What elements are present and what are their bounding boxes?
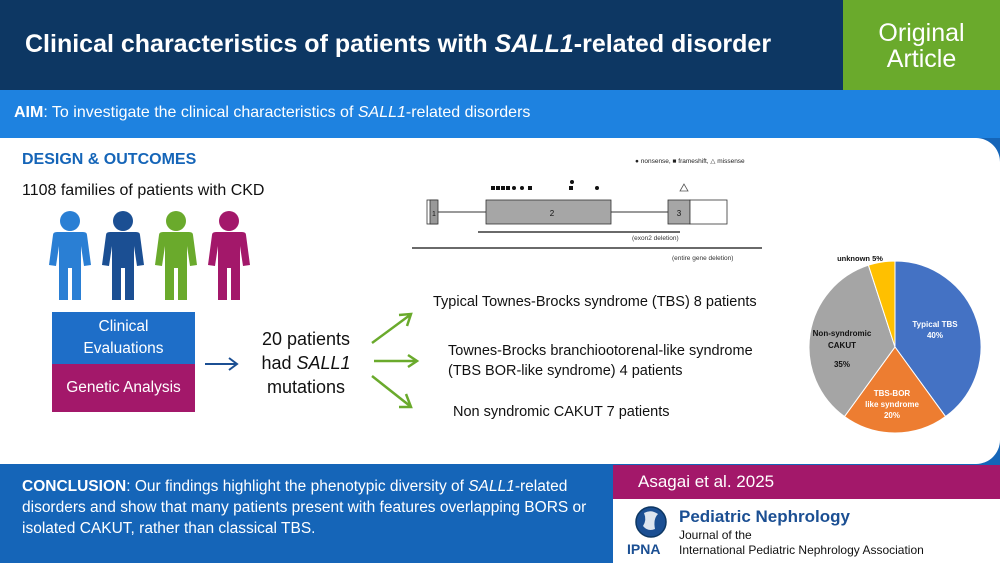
patients-line2-pre: had [261,353,297,373]
aim-bar: AIM: To investigate the clinical charact… [0,90,1000,138]
title-text-post: -related disorder [573,30,772,58]
journal-subtitle-2: International Pediatric Nephrology Assoc… [679,543,924,557]
section-title-design: DESIGN & OUTCOMES [22,151,197,168]
exon2-deletion-label: (exon2 deletion) [632,235,679,242]
families-count: 1108 families of patients with CKD [22,182,265,199]
ipna-label: IPNA [627,541,661,557]
aim-label: AIM [14,104,44,121]
slice-value-tbs-bor: 20% [884,411,900,420]
pie-slice-unknown [867,260,896,348]
pie-slices [808,260,982,434]
author-citation: Asagai et al. 2025 [613,465,1000,499]
entire-deletion-label: (entire gene deletion) [672,255,733,262]
exon-1-label: 1 [432,211,436,218]
mutation-legend: ● nonsense, ■ frameshift, △ missense [635,158,745,165]
phenotype-pie-chart: Typical TBS 40% TBS-BOR like syndrome 20… [808,254,982,434]
slice-label-tbs-bor: TBS-BOR [874,389,911,398]
pie-slice-cakut [808,264,896,418]
outcome2-line2: (TBS BOR-like syndrome) 4 patients [448,363,683,379]
pie-slice-typical-tbs [894,260,982,418]
outcome2-line1: Townes-Brocks branchiootorenal-like synd… [448,343,753,359]
genetic-analysis-box: Genetic Analysis [52,364,195,412]
conclusion-text: CONCLUSION: Our findings highlight the p… [22,476,597,539]
slice-value-cakut: 35% [834,360,850,369]
mutation-count: 20 patients had SALL1 mutations [246,327,366,399]
patients-line1: 20 patients [261,329,351,349]
patients-line2-gene: SALL1 [296,353,351,373]
article-type-badge: Original Article [843,0,1000,90]
clinical-evaluations-box: Clinical Evaluations [52,312,195,364]
title-gene: SALL1 [494,30,574,58]
patients-line3: mutations [266,377,346,397]
badge-line2: Article [886,45,957,73]
slice-value-typical-tbs: 40% [927,331,943,340]
exon-2-label: 2 [550,209,555,218]
slice-label-unknown: unknown 5% [837,254,883,263]
person-icon [49,211,91,300]
slice-label-tbs-bor-2: like syndrome [865,400,919,409]
person-icon [208,211,250,300]
aim-text-post: -related disorders [405,104,531,121]
conclusion-label: CONCLUSION [22,478,127,495]
outcome-cakut: Non syndromic CAKUT 7 patients [453,404,670,420]
header-bar: Clinical characteristics of patients wit… [0,0,843,90]
slice-label-typical-tbs: Typical TBS [912,320,958,329]
pie-slice-tbs-bor [843,346,947,434]
title-text-pre: Clinical characteristics of patients wit… [25,30,495,58]
page-title: Clinical characteristics of patients wit… [25,30,771,59]
aim-gene: SALL1 [357,104,406,121]
conclusion-text-post: -related disorders and show that many pa… [22,478,587,537]
mutation-markers [491,180,599,190]
journal-subtitle-1: Journal of the [679,528,752,542]
conclusion-text-pre: : Our findings highlight the phenotypic … [126,478,469,495]
outcome-typical-tbs: Typical Townes-Brocks syndrome (TBS) 8 p… [433,294,757,310]
clinical-line2: Evaluations [83,340,164,357]
missense-marker [679,183,689,192]
aim-text-pre: : To investigate the clinical characteri… [43,104,358,121]
slice-label-cakut-2: CAKUT [828,341,856,350]
badge-line1: Original [878,19,965,47]
conclusion-gene: SALL1 [468,478,515,495]
person-icon [155,211,197,300]
outcome-tbs-bor: Townes-Brocks branchiootorenal-like synd… [448,341,753,381]
person-icon [102,211,144,300]
journal-block: IPNA Pediatric Nephrology Journal of the… [613,499,1000,563]
patients-line2: had SALL1 [246,351,366,375]
gene-structure-diagram: ● nonsense, ■ frameshift, △ missense 1 2… [412,158,762,262]
journal-name: Pediatric Nephrology [679,507,850,526]
aim-text: AIM: To investigate the clinical charact… [14,104,530,122]
exon-3-label: 3 [677,209,682,218]
exon-2 [485,199,612,225]
slice-label-cakut: Non-syndromic [813,329,872,338]
journal-logo-icon [635,506,667,538]
clinical-line1: Clinical [98,318,149,335]
